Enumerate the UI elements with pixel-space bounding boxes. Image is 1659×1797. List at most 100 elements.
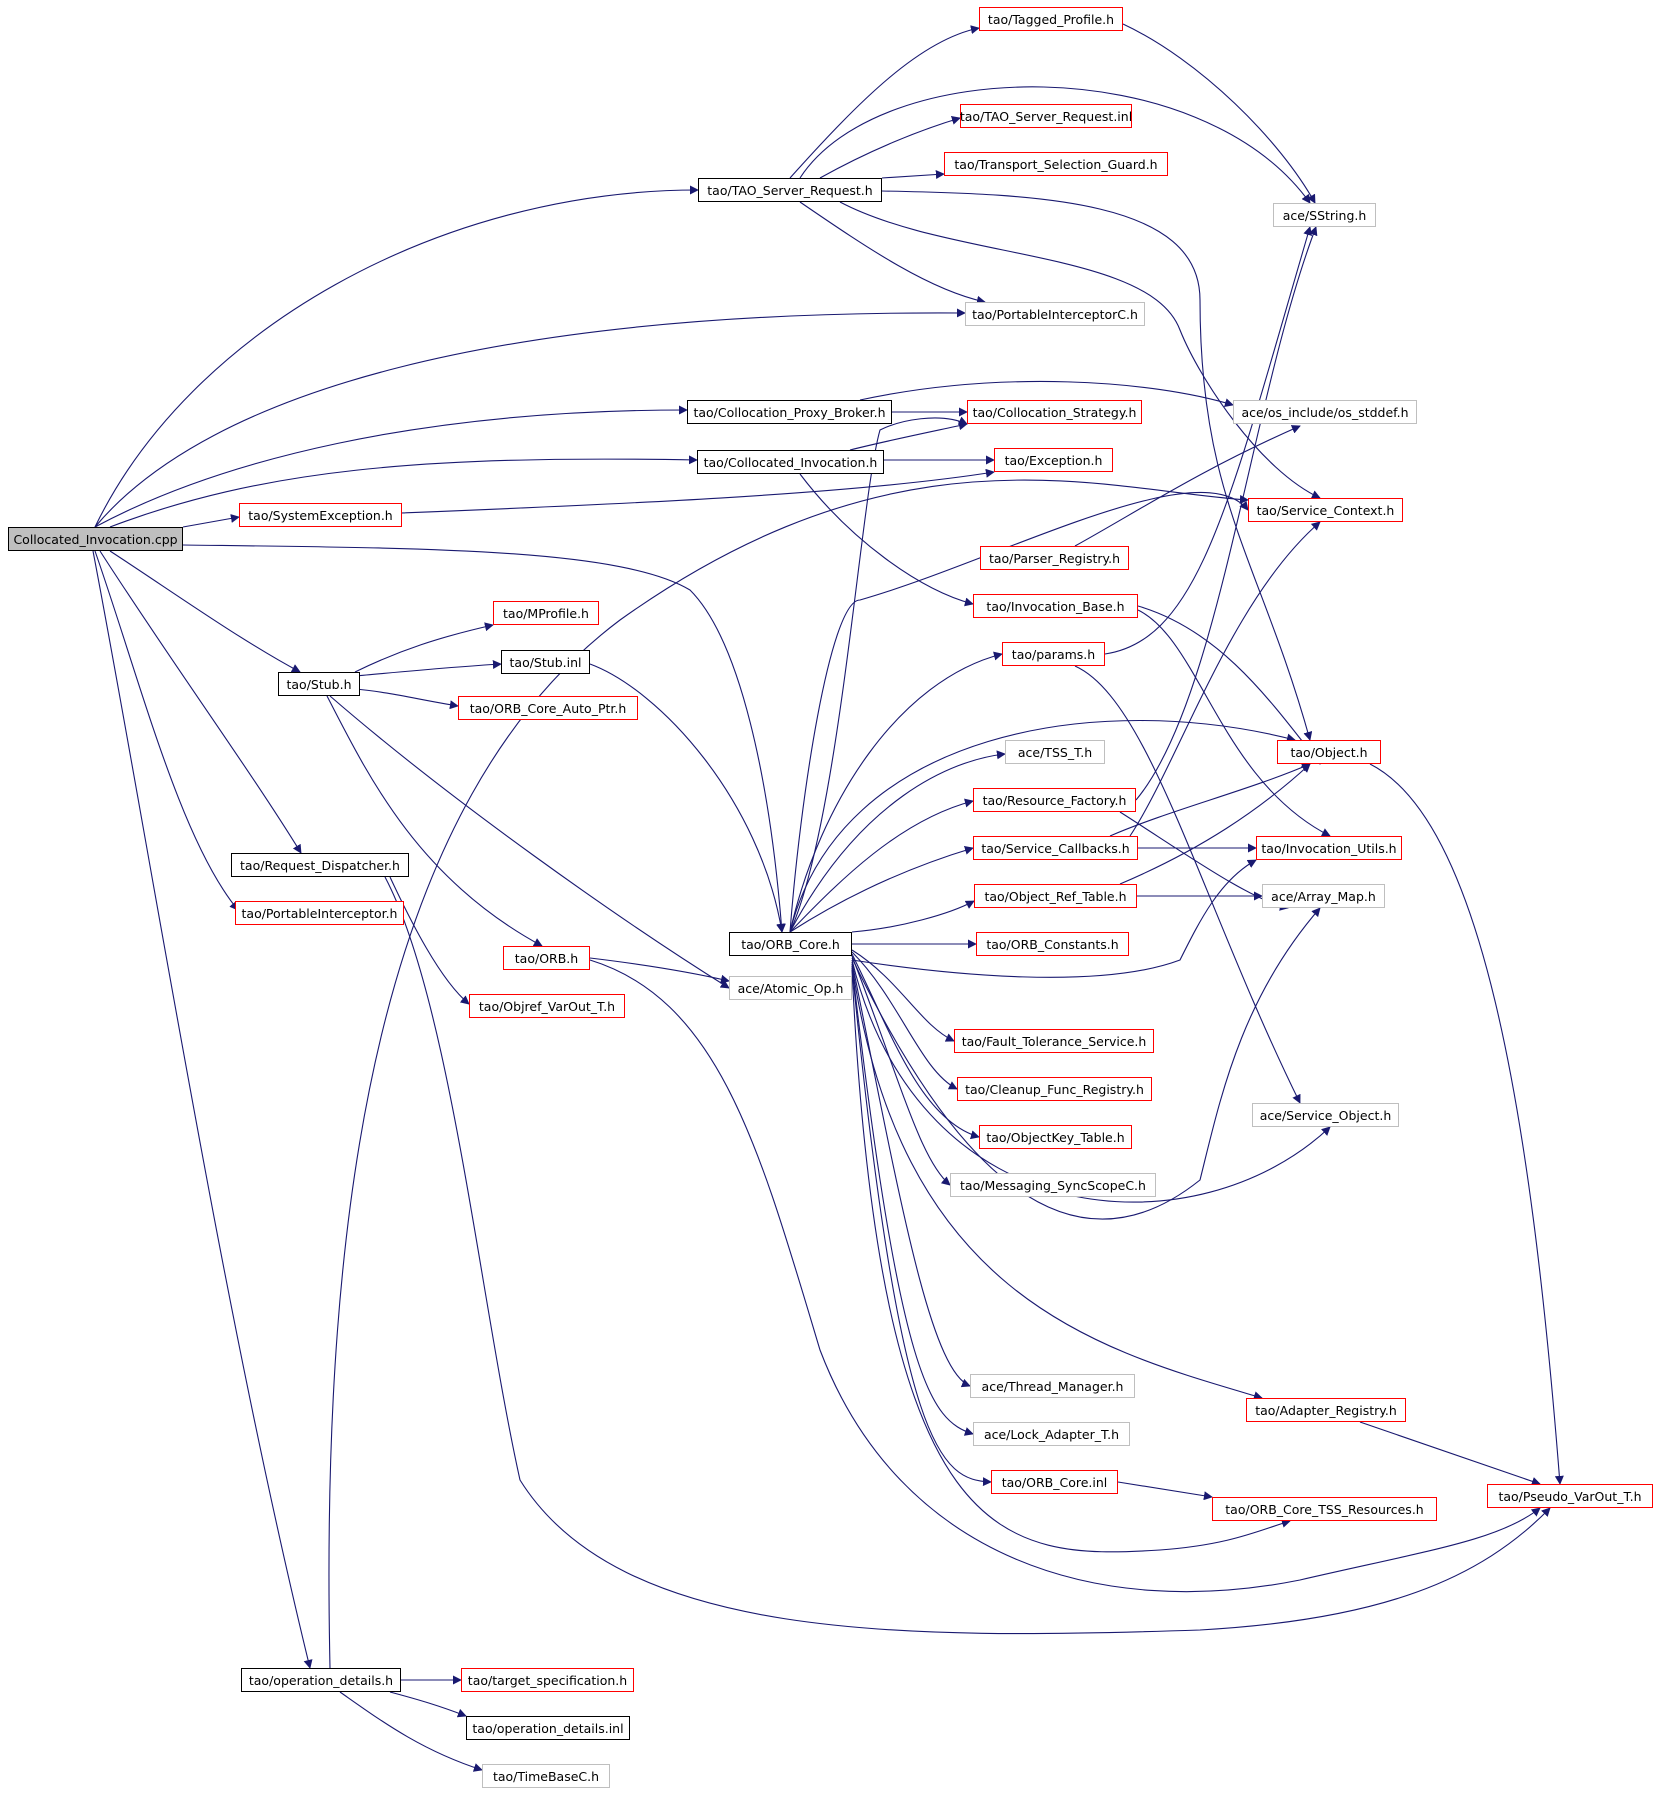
edge-orb-core-59	[851, 949, 955, 1042]
node-mprofile[interactable]: tao/MProfile.h	[493, 601, 599, 625]
edge-orb-core-61	[851, 953, 980, 1140]
node-orb[interactable]: tao/ORB.h	[503, 946, 590, 970]
node-atomic-op: ace/Atomic_Op.h	[729, 976, 852, 1000]
edge-orb-19	[589, 959, 1541, 1593]
node-orb-core-tss-resources[interactable]: tao/ORB_Core_TSS_Resources.h	[1212, 1497, 1437, 1521]
edge-operation-details-71	[389, 1691, 467, 1718]
node-portable-interceptor-c: tao/PortableInterceptorC.h	[965, 302, 1145, 326]
edge-invocation-base-35	[1137, 605, 1321, 765]
edge-orb-core-49	[789, 492, 1249, 933]
edge-params-38	[1074, 665, 1301, 1104]
node-parser-registry[interactable]: tao/Parser_Registry.h	[980, 546, 1129, 570]
node-tao-server-request[interactable]: tao/TAO_Server_Request.h	[698, 178, 882, 202]
node-params[interactable]: tao/params.h	[1002, 642, 1105, 666]
node-stub-inl[interactable]: tao/Stub.inl	[501, 650, 590, 674]
node-pseudo-varout-t[interactable]: tao/Pseudo_VarOut_T.h	[1487, 1484, 1653, 1508]
edge-root-2	[94, 405, 688, 528]
edge-orb-core-54	[789, 798, 974, 933]
edge-orb-core-52	[789, 720, 1296, 933]
node-service-object: ace/Service_Object.h	[1252, 1103, 1399, 1127]
node-stub[interactable]: tao/Stub.h	[278, 672, 360, 696]
node-timebase-c: tao/TimeBaseC.h	[482, 1764, 610, 1788]
node-collocation-proxy-broker[interactable]: tao/Collocation_Proxy_Broker.h	[687, 400, 892, 424]
node-request-dispatcher[interactable]: tao/Request_Dispatcher.h	[231, 853, 409, 877]
edge-orb-core-60	[851, 951, 958, 1090]
edge-orb-core-56	[851, 900, 975, 933]
node-portable-interceptor[interactable]: tao/PortableInterceptor.h	[235, 901, 404, 925]
node-objref-varout-t[interactable]: tao/Objref_VarOut_T.h	[469, 994, 625, 1018]
node-operation-details-inl[interactable]: tao/operation_details.inl	[466, 1716, 630, 1740]
node-tao-server-request-inl[interactable]: tao/TAO_Server_Request.inl	[960, 104, 1132, 128]
node-invocation-utils[interactable]: tao/Invocation_Utils.h	[1256, 836, 1402, 860]
node-collocation-strategy[interactable]: tao/Collocation_Strategy.h	[967, 400, 1142, 424]
edge-service-callbacks-42	[1109, 763, 1311, 837]
edge-root-4	[182, 513, 240, 528]
edge-tao-server-request-20	[789, 25, 980, 179]
edge-root-1	[94, 308, 966, 528]
node-sstring: ace/SString.h	[1273, 203, 1376, 227]
edge-root-3	[109, 455, 698, 528]
node-orb-core-inl[interactable]: tao/ORB_Core.inl	[991, 1470, 1118, 1494]
node-resource-factory[interactable]: tao/Resource_Factory.h	[973, 788, 1136, 812]
node-object-ref-table[interactable]: tao/Object_Ref_Table.h	[974, 884, 1137, 908]
edge-request-dispatcher-16	[389, 876, 470, 1005]
edge-root-5	[182, 544, 786, 933]
node-tagged-profile[interactable]: tao/Tagged_Profile.h	[979, 7, 1123, 31]
edge-stub-11	[354, 659, 502, 677]
node-service-callbacks[interactable]: tao/Service_Callbacks.h	[973, 836, 1138, 860]
node-target-specification[interactable]: tao/target_specification.h	[461, 1668, 634, 1692]
edge-orb-core-51	[789, 651, 1003, 933]
edge-stub-14	[329, 695, 730, 989]
node-operation-details[interactable]: tao/operation_details.h	[241, 1668, 401, 1692]
node-exception[interactable]: tao/Exception.h	[994, 448, 1113, 472]
node-objectkey-table[interactable]: tao/ObjectKey_Table.h	[979, 1125, 1132, 1149]
edge-orb-core-62	[851, 955, 951, 1186]
node-collocated-invocation[interactable]: tao/Collocated_Invocation.h	[697, 450, 884, 474]
edge-orb-core-55	[789, 846, 974, 933]
edge-operation-details-72	[339, 1691, 483, 1772]
node-orb-core[interactable]: tao/ORB_Core.h	[729, 932, 852, 956]
edge-params-37	[1104, 226, 1313, 655]
node-object[interactable]: tao/Object.h	[1277, 740, 1381, 764]
edge-parser-registry-34	[1074, 425, 1301, 547]
node-orb-core-auto-ptr[interactable]: tao/ORB_Core_Auto_Ptr.h	[458, 696, 638, 720]
edge-orb-core-53	[789, 750, 1006, 933]
edge-collocated-invocation-31	[849, 421, 968, 451]
node-thread-manager: ace/Thread_Manager.h	[970, 1374, 1135, 1398]
node-cleanup-func-registry[interactable]: tao/Cleanup_Func_Registry.h	[957, 1077, 1152, 1101]
edge-collocated-invocation-32	[799, 473, 974, 607]
edge-root-6	[109, 550, 301, 673]
edge-tao-server-request-22	[819, 116, 961, 179]
node-os-stddef: ace/os_include/os_stddef.h	[1233, 400, 1417, 424]
edge-root-8	[94, 550, 239, 911]
edge-orb-core-66	[851, 963, 1263, 1401]
node-system-exception[interactable]: tao/SystemException.h	[239, 503, 402, 527]
edge-tao-server-request-23	[881, 170, 945, 180]
edge-service-callbacks-43	[1129, 521, 1321, 837]
edge-system-exception-33	[401, 468, 995, 514]
edge-adapter-registry-47	[1359, 1421, 1541, 1486]
node-array-map: ace/Array_Map.h	[1262, 884, 1385, 908]
edge-stub-10	[354, 622, 494, 673]
edge-root-9	[92, 550, 313, 1669]
edge-object-48	[1369, 763, 1564, 1485]
node-transport-selection-guard[interactable]: tao/Transport_Selection_Guard.h	[944, 152, 1168, 176]
edge-object-ref-table-45	[1119, 763, 1311, 885]
node-lock-adapter-t: ace/Lock_Adapter_T.h	[973, 1422, 1130, 1446]
edge-tao-server-request-26	[799, 201, 986, 305]
edge-collocation-proxy-broker-29	[859, 380, 1234, 407]
edge-root-7	[99, 550, 302, 854]
edge-resource-factory-39	[1135, 226, 1318, 801]
root-source-node: Collocated_Invocation.cpp	[8, 527, 183, 551]
node-service-context[interactable]: tao/Service_Context.h	[1248, 498, 1403, 522]
node-fault-tolerance-service[interactable]: tao/Fault_Tolerance_Service.h	[954, 1029, 1154, 1053]
edge-orb-core-68	[851, 967, 992, 1487]
edge-orb-core-63	[851, 907, 1321, 1220]
node-adapter-registry[interactable]: tao/Adapter_Registry.h	[1246, 1398, 1406, 1422]
edge-orb-18	[589, 957, 730, 984]
edge-orb-core-inl-46	[1117, 1481, 1213, 1501]
edge-orb-core-50	[789, 416, 968, 933]
node-orb-constants[interactable]: tao/ORB_Constants.h	[976, 932, 1129, 956]
node-invocation-base[interactable]: tao/Invocation_Base.h	[973, 594, 1138, 618]
